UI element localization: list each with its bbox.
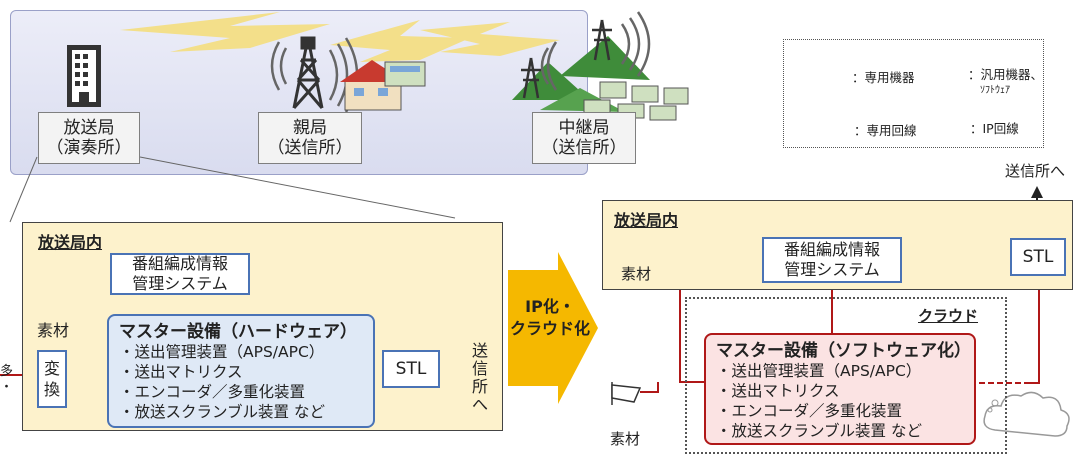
radio-wave-2	[330, 20, 470, 62]
converter-char: 変	[43, 359, 60, 378]
master-title: マスター設備（ハードウェア）	[119, 322, 357, 342]
master-item: ・エンコーダ／多重化装置	[119, 383, 306, 401]
site-label-station: 放送局 （演奏所）	[38, 112, 140, 164]
legend: ：専用機器 ：汎用機器、 ｿﾌﾄｳｪｱ ：専用回線 ：IP回線	[783, 39, 1044, 148]
site-name: 中継局	[558, 118, 610, 138]
migration-arrow	[508, 252, 598, 404]
to-tx-char: 送	[471, 341, 488, 360]
zoom-line-right	[139, 156, 456, 219]
zoom-line-left	[9, 156, 38, 223]
site-label-relay: 中継局 （送信所）	[532, 112, 636, 164]
arrow-line: IP化・	[525, 297, 575, 316]
to-tx-char: 所	[471, 377, 488, 396]
cloud-label: クラウド	[918, 307, 979, 325]
legend-dedicated-line: ：専用回線	[854, 123, 917, 138]
right-schedule-system: 番組編成情報 管理システム	[762, 237, 902, 283]
right-master-equipment: マスター設備（ソフトウェア化） ・送出管理装置（APS/APC） ・送出マトリク…	[704, 333, 976, 445]
house-icon	[340, 60, 426, 111]
schedule-line: 管理システム	[784, 260, 880, 279]
schedule-line: 番組編成情報	[783, 240, 880, 259]
radio-wave-3	[420, 22, 560, 56]
relay-signal-arcs-icon	[540, 11, 651, 91]
site-name: 親局	[293, 118, 327, 138]
site-label-main-tx: 親局 （送信所）	[258, 112, 362, 164]
arrow-line: クラウド化	[509, 319, 590, 338]
to-tx-char: 信	[471, 359, 488, 378]
right-material-bottom-label: 素材	[610, 430, 641, 448]
site-name: 放送局	[63, 118, 115, 138]
left-area-title: 放送局内	[38, 233, 103, 252]
master-item: ・放送スクランブル装置 など	[716, 422, 922, 440]
left-to-tx-label: 送 信 所 へ	[470, 342, 490, 414]
master-item: ・エンコーダ／多重化装置	[716, 402, 903, 420]
right-area-title: 放送局内	[614, 211, 679, 230]
converter-box: 変 換	[37, 350, 67, 408]
tower-icon	[292, 36, 324, 109]
left-cut-text: 多 ・	[0, 364, 13, 396]
master-item: ・送出マトリクス	[716, 382, 840, 400]
left-master-equipment: マスター設備（ハードウェア） ・送出管理装置（APS/APC） ・送出マトリクス…	[107, 314, 375, 428]
site-sub: （送信所）	[541, 138, 627, 158]
left-schedule-system: 番組編成情報 管理システム	[110, 253, 250, 295]
left-stl-box: STL	[382, 350, 440, 388]
cut-char: 多	[0, 364, 14, 379]
converter-char: 換	[43, 380, 60, 399]
legend-dedicated-equipment: ：専用機器	[852, 70, 915, 85]
left-material-label: 素材	[37, 321, 70, 340]
schedule-line: 管理システム	[132, 274, 228, 293]
master-item: ・送出マトリクス	[119, 363, 243, 381]
to-tx-char: へ	[471, 395, 488, 414]
right-stl-box: STL	[1010, 238, 1066, 276]
site-sub: （送信所）	[267, 138, 353, 158]
right-to-tx-label: 送信所へ	[1005, 162, 1066, 180]
building-icon	[67, 45, 101, 107]
master-title: マスター設備（ソフトウェア化）	[716, 341, 971, 361]
legend-ip-line: ：IP回線	[970, 121, 1019, 136]
schedule-line: 番組編成情報	[131, 254, 228, 273]
legend-general-equipment-sub: ｿﾌﾄｳｪｱ	[980, 85, 1010, 96]
migration-arrow-label: IP化・ クラウド化	[508, 296, 592, 340]
master-item: ・送出管理装置（APS/APC）	[119, 343, 325, 361]
cloud-area	[685, 297, 1007, 454]
right-out-arrowhead	[1031, 186, 1043, 198]
radio-wave-1	[120, 12, 330, 52]
master-item: ・送出管理装置（APS/APC）	[716, 362, 922, 380]
right-material-top-label: 素材	[621, 265, 652, 283]
relay-tower-icon	[521, 19, 612, 99]
master-item: ・放送スクランブル装置 など	[119, 403, 325, 421]
houses-icon	[583, 81, 689, 121]
site-sub: （演奏所）	[46, 138, 132, 158]
cut-char: ・	[0, 380, 14, 395]
surveillance-camera-icon	[611, 382, 642, 405]
legend-general-equipment: ：汎用機器、	[968, 67, 1044, 82]
